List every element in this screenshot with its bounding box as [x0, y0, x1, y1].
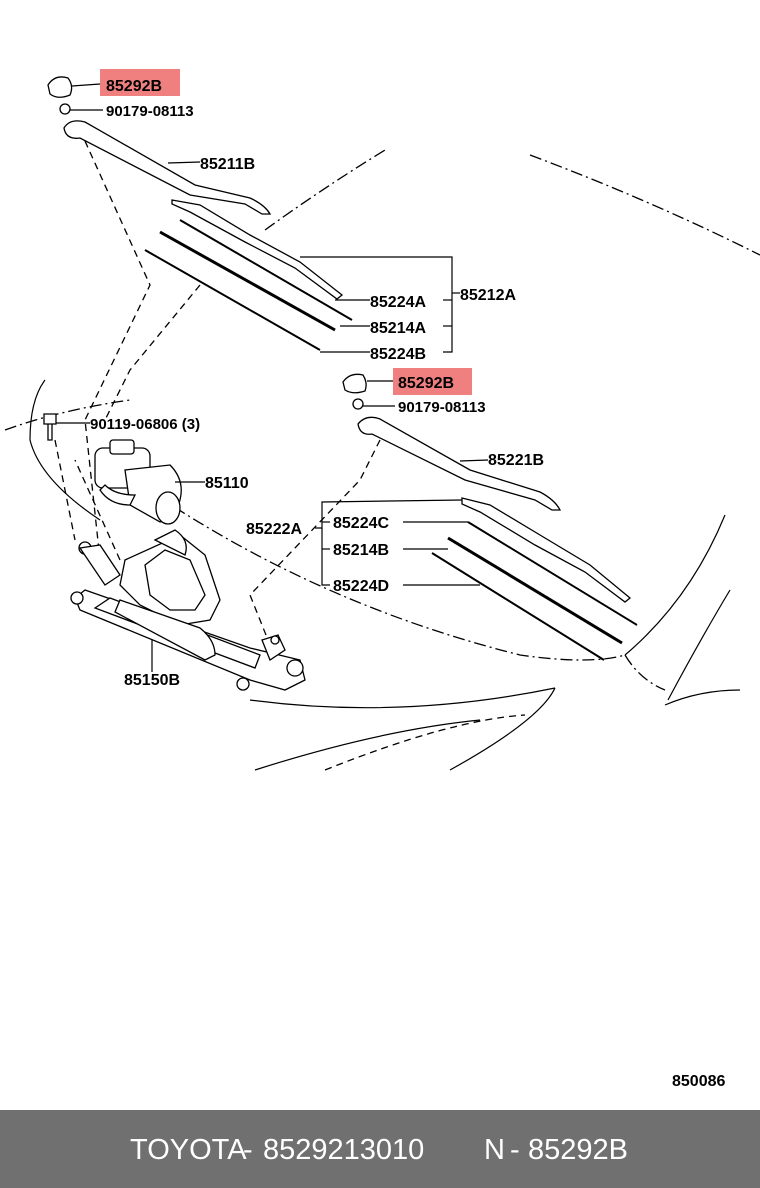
- label-blade-set-right[interactable]: 85222A: [246, 521, 302, 538]
- wiper-arm-left: [63, 120, 272, 215]
- wiper-linkage: [70, 529, 306, 691]
- footer-separator-2: -: [510, 1134, 520, 1166]
- footer-brand: TOYOTA: [130, 1134, 247, 1166]
- nut-right-part: [352, 398, 364, 410]
- highlight-cap-left: [100, 69, 180, 96]
- footer-separator-1: -: [243, 1134, 253, 1166]
- cap-left-part: [47, 76, 73, 98]
- footer-n-value: 85292B: [528, 1134, 628, 1166]
- nut-left-part: [59, 103, 71, 115]
- label-refill-a1[interactable]: 85224A: [370, 294, 426, 311]
- footer-n-prefix: N: [484, 1134, 505, 1166]
- label-arm-left[interactable]: 85211B: [200, 156, 255, 173]
- vehicle-outline: [4, 129, 760, 771]
- wiper-arm-right: [357, 416, 562, 511]
- wiper-blade-left: [171, 199, 344, 300]
- label-refill-d[interactable]: 85224D: [333, 578, 389, 595]
- label-arm-right[interactable]: 85221B: [488, 452, 544, 469]
- wiper-motor: [94, 439, 182, 525]
- footer-part-number: 8529213010: [263, 1134, 425, 1166]
- label-cap-left[interactable]: 85292B: [106, 78, 162, 95]
- label-bolt[interactable]: 90119-06806 (3): [90, 416, 200, 433]
- cap-right-part: [342, 373, 367, 394]
- label-nut-right[interactable]: 90179-08113: [398, 399, 486, 416]
- label-link[interactable]: 85150B: [124, 672, 180, 689]
- diagram-number: 850086: [672, 1073, 725, 1090]
- label-cap-right[interactable]: 85292B: [398, 375, 454, 392]
- label-rubber-a[interactable]: 85214A: [370, 320, 426, 337]
- label-refill-c[interactable]: 85224C: [333, 515, 389, 532]
- footer-bar: TOYOTA - 8529213010 N - 85292B: [0, 1110, 760, 1188]
- bolt-part: [43, 413, 57, 441]
- highlight-cap-right: [393, 368, 472, 395]
- label-refill-b1[interactable]: 85224B: [370, 346, 426, 363]
- label-blade-set-left[interactable]: 85212A: [460, 287, 516, 304]
- label-motor[interactable]: 85110: [205, 475, 249, 492]
- label-rubber-b[interactable]: 85214B: [333, 542, 389, 559]
- label-nut-left[interactable]: 90179-08113: [106, 103, 194, 120]
- wiper-parts-diagram: 85292B 90179-08113 85211B 85224A 85214A …: [4, 69, 760, 1090]
- wiper-blade-right: [461, 497, 632, 603]
